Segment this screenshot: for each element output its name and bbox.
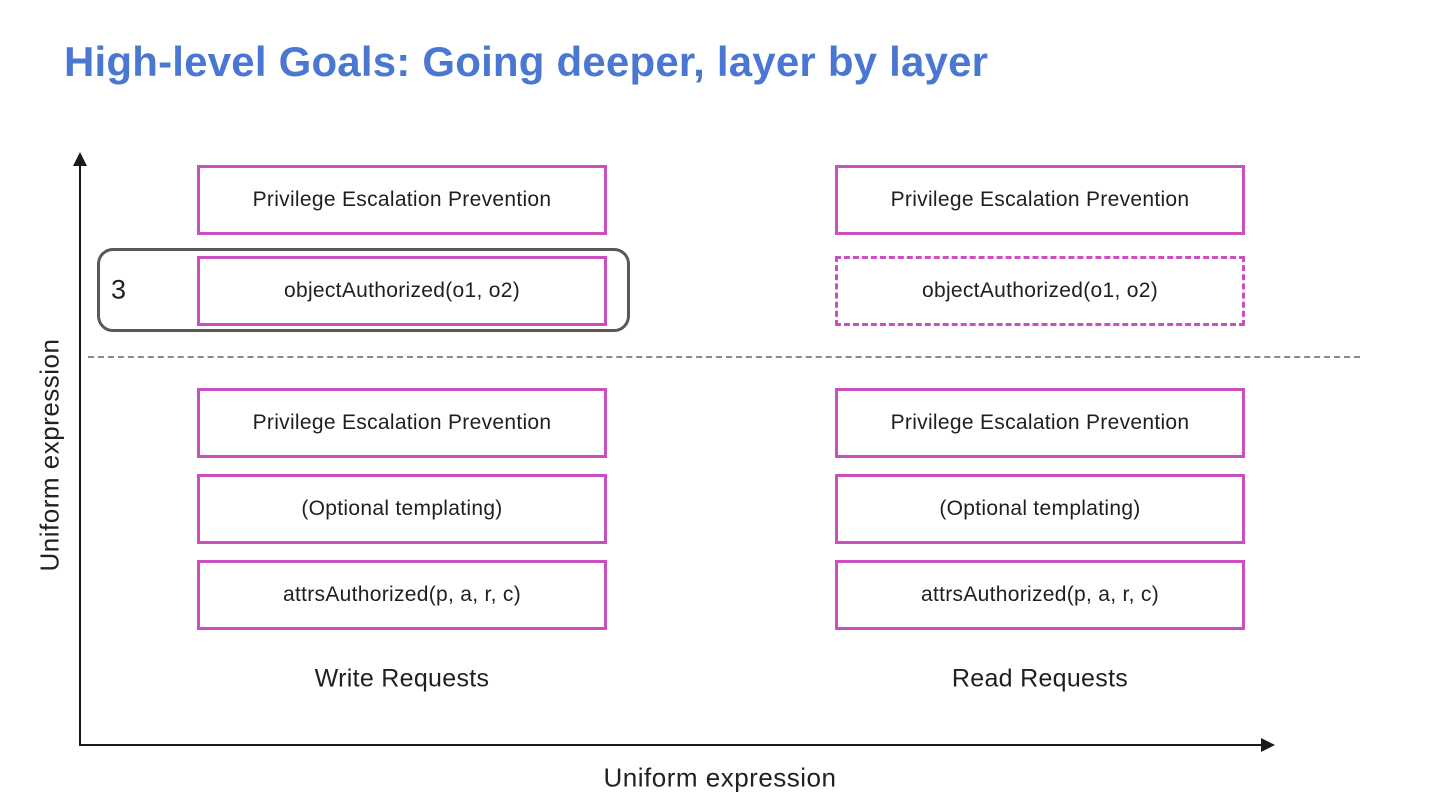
y-axis-label: Uniform expression [34,338,65,572]
read-box-object-authorized-dashed: objectAuthorized(o1, o2) [835,256,1245,326]
x-axis-label: Uniform expression [603,762,837,793]
write-box-object-authorized: objectAuthorized(o1, o2) [197,256,607,326]
write-box-privilege-escalation-top: Privilege Escalation Prevention [197,165,607,235]
read-box-optional-templating: (Optional templating) [835,474,1245,544]
write-box-attrs-authorized: attrsAuthorized(p, a, r, c) [197,560,607,630]
read-box-attrs-authorized: attrsAuthorized(p, a, r, c) [835,560,1245,630]
x-axis-line [79,744,1265,746]
x-axis-arrow-icon [1261,738,1275,752]
write-box-privilege-escalation-bottom: Privilege Escalation Prevention [197,388,607,458]
step-number: 3 [111,274,127,305]
write-requests-label: Write Requests [314,664,490,693]
layer-divider-line [88,356,1360,358]
write-box-optional-templating: (Optional templating) [197,474,607,544]
read-box-privilege-escalation-bottom: Privilege Escalation Prevention [835,388,1245,458]
read-requests-label: Read Requests [951,664,1129,693]
y-axis-line [79,163,81,745]
slide-title: High-level Goals: Going deeper, layer by… [64,38,989,85]
read-box-privilege-escalation-top: Privilege Escalation Prevention [835,165,1245,235]
y-axis-arrow-icon [73,152,87,166]
